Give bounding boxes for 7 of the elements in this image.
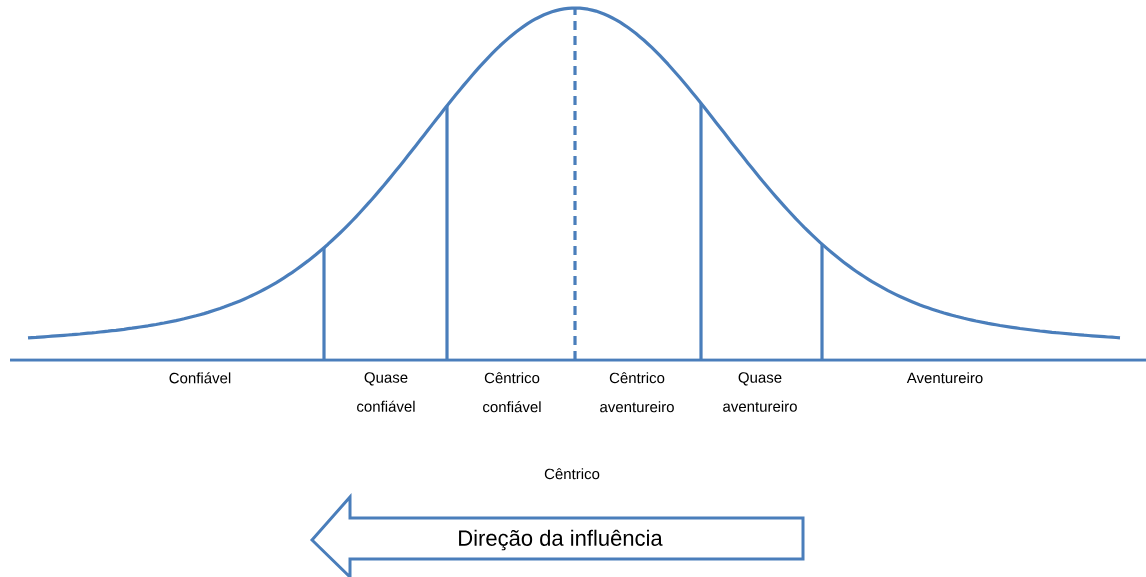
segment-label: Cêntrico aventureiro [600, 372, 674, 413]
segment-label: Cêntrico [544, 468, 600, 480]
segment-label: Quase confiável [357, 372, 415, 412]
segment-label: Cêntrico confiável [483, 372, 541, 413]
segment-label: Quase aventureiro [723, 372, 797, 412]
segment-label: Confiável [169, 372, 231, 384]
segment-label: Aventureiro [906, 372, 983, 384]
